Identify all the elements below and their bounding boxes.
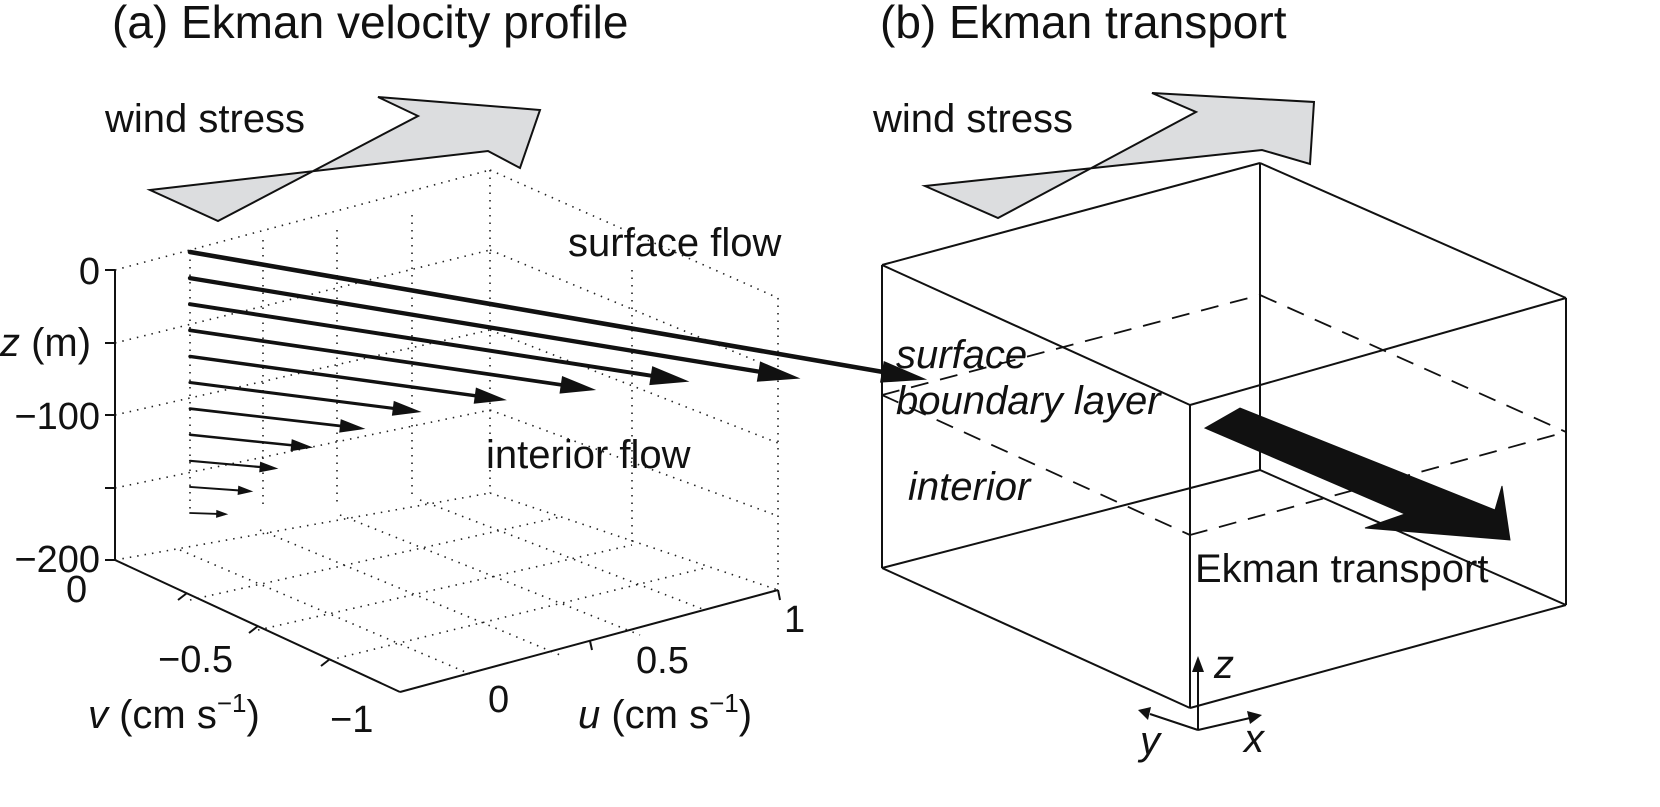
velocity-vector <box>188 407 344 428</box>
velocity-vector <box>189 512 220 515</box>
wind-stress-arrow-b <box>921 92 1316 220</box>
panel-b-title: (b) Ekman transport <box>880 0 1287 48</box>
surface-flow-label: surface flow <box>568 221 782 265</box>
wind-stress-label-a: wind stress <box>104 97 305 141</box>
velocity-vector <box>188 302 655 378</box>
velocity-vector <box>188 433 295 447</box>
velocity-vector-head <box>649 366 690 386</box>
velocity-vector <box>189 485 241 492</box>
velocity-vector <box>188 459 263 469</box>
velocity-vectors <box>187 249 928 518</box>
velocity-vector-head <box>756 361 801 382</box>
z-axis-letter: z <box>1213 643 1234 687</box>
panel-a-title: (a) Ekman velocity profile <box>112 0 628 48</box>
v-tick-minus1: −1 <box>330 699 373 741</box>
u-tick-0: 0 <box>488 679 509 721</box>
interior-label: interior <box>908 465 1032 509</box>
coordinate-triad: z y x <box>1137 643 1266 763</box>
velocity-vector <box>188 328 565 387</box>
v-axis-label: v (cm s−1) <box>88 688 260 737</box>
interior-flow-label: interior flow <box>486 433 691 477</box>
z-tick-0: 0 <box>79 251 100 293</box>
z-axis-label: z (m) <box>0 321 91 365</box>
velocity-vector <box>188 380 397 411</box>
z-tick-minus200: −200 <box>14 539 100 581</box>
velocity-vector <box>187 275 763 375</box>
velocity-vector-head <box>216 509 229 518</box>
y-axis-letter: y <box>1137 719 1163 763</box>
velocity-vector-head <box>559 375 597 394</box>
wind-stress-label-b: wind stress <box>872 97 1073 141</box>
u-axis-label: u (cm s−1) <box>578 688 752 737</box>
v-tick-0: 0 <box>66 569 87 611</box>
velocity-vector-head <box>473 387 507 404</box>
panel-b: (b) Ekman transport wind stress su <box>872 0 1567 763</box>
velocity-vector-head <box>237 485 254 496</box>
v-tick-minus05: −0.5 <box>158 639 233 681</box>
velocity-vector-head <box>339 419 366 433</box>
boundary-layer-label: boundary layer <box>896 379 1162 423</box>
ekman-transport-arrow <box>1203 407 1511 541</box>
wind-stress-arrow-a <box>146 96 542 223</box>
ekman-transport-label: Ekman transport <box>1195 547 1488 591</box>
surface-label: surface <box>896 333 1027 377</box>
axes-a <box>105 269 781 693</box>
velocity-vector-head <box>879 360 928 383</box>
z-tick-minus100: −100 <box>14 396 100 438</box>
grid-box-a <box>114 169 779 675</box>
u-tick-1: 1 <box>784 599 805 641</box>
velocity-vector-head <box>259 461 279 473</box>
velocity-vector <box>188 354 479 398</box>
x-axis-letter: x <box>1242 717 1266 761</box>
u-tick-05: 0.5 <box>636 640 689 682</box>
velocity-vector-head <box>391 400 422 416</box>
velocity-vector-head <box>290 439 314 452</box>
panel-a: (a) Ekman velocity profile wind stress <box>0 0 928 741</box>
velocity-vector <box>187 249 887 375</box>
